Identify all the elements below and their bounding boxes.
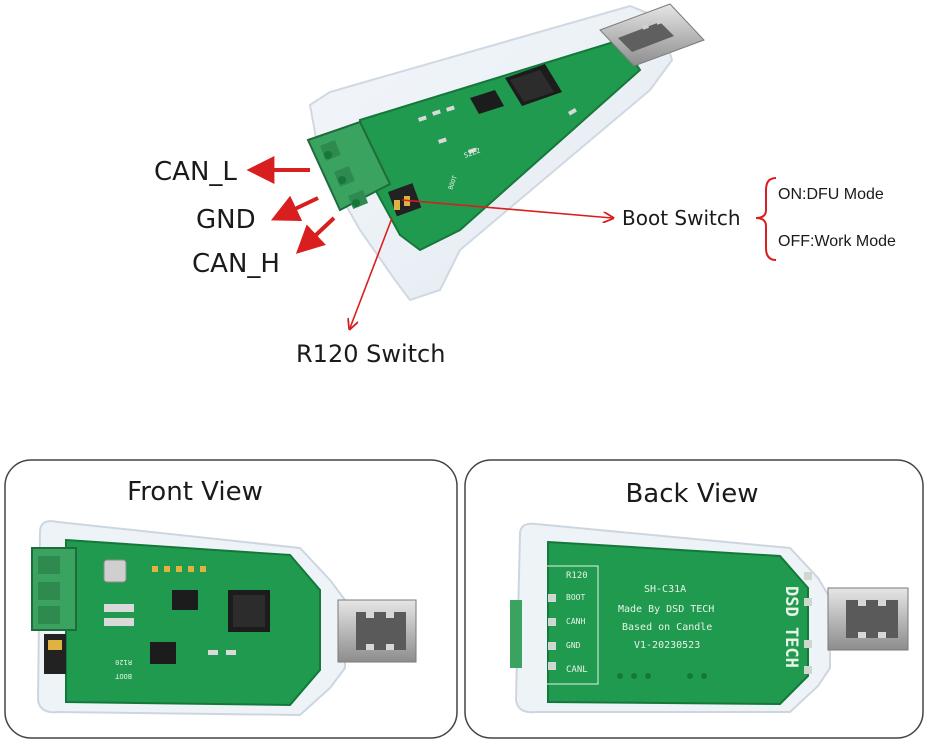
back-silk-made-by: Made By DSD TECH [618,604,714,615]
back-view-panel: Back View R120 BOOT CANH GND CA [464,459,924,739]
back-solder-pads [548,572,812,674]
label-can-h: CAN_H [192,249,280,279]
arrow-boot-switch [401,199,612,218]
top-device: S2E2 BOOT [306,3,705,302]
arrow-can-h [295,216,336,254]
front-silk-boot: BOOT [114,672,132,680]
front-regulator-chip [150,642,176,664]
back-silk-gnd: GND [566,641,581,650]
back-silk-canh: CANH [566,617,585,626]
front-usb-connector [337,599,417,663]
usb-connector [599,3,705,67]
boot-mode-on: ON:DFU Mode [778,186,884,203]
arrow-r120-switch [350,217,393,328]
front-transceiver-chip [172,590,198,610]
front-view-title: Front View [127,477,263,507]
back-silk-model: SH-C31A [644,584,686,595]
back-view-title: Back View [625,479,758,509]
mode-bracket [755,177,777,261]
screw-terminal-block [306,120,392,212]
pcb-mark-boot: BOOT [447,174,459,190]
front-microcontroller-chip [228,590,270,632]
smd-components [417,105,577,154]
front-pcb [65,538,321,707]
back-usb-connector [827,587,909,651]
front-terminal-block [31,547,77,631]
back-terminal-edge [510,600,522,668]
back-silk-version: V1-20230523 [634,640,700,651]
label-can-l: CAN_L [154,157,237,187]
back-silk-r120: R120 [566,571,588,581]
back-vias [617,673,707,679]
back-silk-based-on: Based on Candle [622,622,712,633]
back-silk-boot: BOOT [566,593,585,602]
arrow-gnd [270,195,319,222]
front-crystal [103,559,127,583]
front-view-panel: Front View [4,459,458,739]
back-silk-canl: CANL [566,665,588,675]
microcontroller-chip [505,64,562,106]
label-gnd: GND [196,205,256,235]
front-smd-components [104,566,236,655]
back-silk-brand: DSD TECH [781,586,801,668]
label-boot-switch: Boot Switch [622,206,741,230]
boot-mode-off: OFF:Work Mode [778,233,896,250]
back-pcb [547,540,809,706]
label-r120-switch: R120 Switch [296,340,445,368]
front-silk-r120: R120 [115,658,132,666]
small-chip [470,90,504,114]
front-switch-knob [48,640,62,650]
